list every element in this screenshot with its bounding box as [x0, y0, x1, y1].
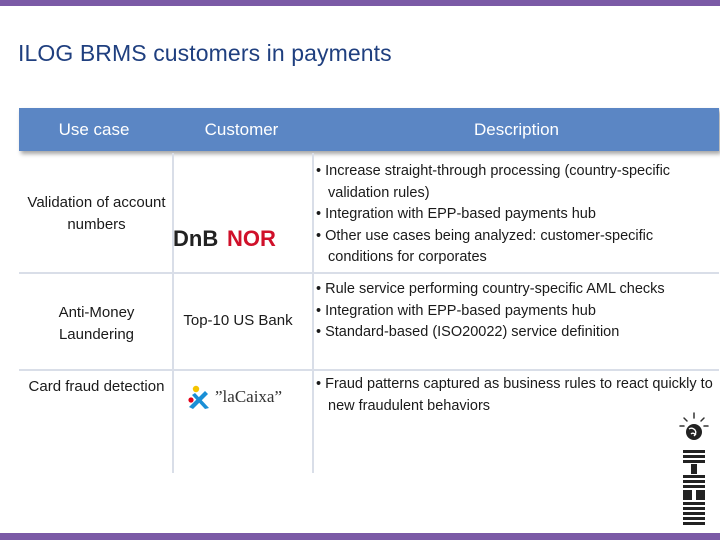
row-divider-1	[19, 272, 719, 274]
bottom-accent-bar	[0, 533, 720, 540]
dnb-nor-logo: DnB NOR	[171, 226, 296, 251]
description-list: • Fraud patterns captured as business ru…	[316, 374, 716, 417]
slide-title: ILOG BRMS customers in payments	[18, 40, 392, 66]
header-customer: Customer	[204, 120, 279, 139]
svg-text:NOR: NOR	[227, 226, 276, 250]
table-header: Use case Customer Description	[19, 108, 719, 151]
svg-text:”laCaixa”: ”laCaixa”	[215, 387, 282, 406]
column-divider-2	[312, 153, 314, 473]
column-divider-1	[172, 153, 174, 473]
description-item: • Increase straight-through processing (…	[316, 163, 671, 201]
ibm-logo	[678, 412, 710, 527]
table-row: Card fraud detection ”laCaixa” • Fraud p…	[19, 374, 719, 434]
svg-text:DnB: DnB	[173, 226, 218, 250]
description-item: • Standard-based (ISO20022) service defi…	[316, 324, 620, 340]
row-divider-2	[19, 369, 719, 371]
description-list: • Increase straight-through processing (…	[316, 161, 716, 269]
use-case-label: Anti-Money Laundering	[58, 304, 135, 343]
use-case-label: Card fraud detection	[28, 378, 165, 395]
header-use-case: Use case	[58, 120, 130, 139]
table-row: Validation of account numbers DnB NOR • …	[19, 158, 719, 270]
description-item: • Rule service performing country-specif…	[316, 281, 665, 297]
top-accent-bar	[0, 0, 720, 6]
description-item: • Fraud patterns captured as business ru…	[316, 376, 713, 414]
description-item: • Integration with EPP-based payments hu…	[316, 302, 596, 319]
description-list: • Rule service performing country-specif…	[316, 279, 716, 344]
customer-name: Top-10 US Bank	[183, 312, 293, 329]
header-description: Description	[473, 120, 560, 139]
description-item: • Other use cases being analyzed: custom…	[316, 227, 654, 266]
use-case-label: Validation of account numbers	[27, 194, 166, 233]
description-item: • Integration with EPP-based payments hu…	[316, 206, 596, 222]
table-row: Anti-Money Laundering Top-10 US Bank • R…	[19, 276, 719, 368]
la-caixa-logo: ”laCaixa”	[185, 381, 295, 411]
